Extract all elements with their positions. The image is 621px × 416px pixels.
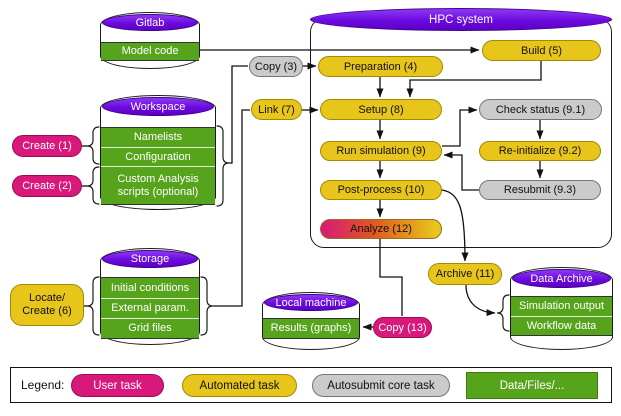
task-copy-3: Copy (3) [249, 56, 303, 77]
task-build-5: Build (5) [482, 40, 601, 61]
connector-storage-to-link7 [213, 109, 250, 307]
model-code-band: Model code [101, 43, 199, 60]
task-run-simulation-9: Run simulation (9) [320, 141, 442, 161]
brace-storage-right [200, 276, 214, 336]
hpc-system-title-label: HPC system [429, 13, 493, 26]
legend-box: Legend: User task Automated task Autosub… [10, 367, 612, 403]
task-archive-11: Archive (11) [428, 263, 502, 285]
connector-postprocess-to-archive [441, 189, 469, 262]
gitlab-cylinder: Gitlab Model code [100, 12, 200, 69]
task-copy-13: Copy (13) [373, 317, 432, 338]
legend-autosubmit-core-task: Autosubmit core task [312, 374, 450, 397]
workspace-cylinder: Workspace Namelists Configuration Custom… [100, 95, 216, 210]
local-machine-cylinder: Local machine Results (graphs) [262, 292, 360, 350]
results-graphs-band: Results (graphs) [263, 319, 359, 338]
brace-data-archive-left [496, 294, 510, 332]
configuration-band: Configuration [101, 147, 215, 166]
connector-build-to-setup [406, 61, 542, 98]
data-archive-title: Data Archive [512, 269, 611, 288]
storage-bands: Initial conditions External param. Grid … [101, 277, 199, 339]
legend-user-task: User task [71, 374, 164, 397]
brace-workspace-left-lower [86, 166, 100, 205]
grid-files-band: Grid files [101, 318, 199, 338]
local-machine-title: Local machine [264, 294, 358, 311]
data-archive-bands: Simulation output Workflow data [511, 296, 612, 336]
data-archive-cylinder: Data Archive Simulation output Workflow … [510, 267, 613, 350]
task-analyze-12: Analyze (12) [320, 219, 442, 239]
brace-workspace-right [216, 125, 230, 207]
brace-workspace-left-upper [86, 126, 100, 165]
brace-storage-left [86, 276, 100, 336]
task-link-7: Link (7) [251, 99, 302, 120]
initial-conditions-band: Initial conditions [101, 278, 199, 298]
task-check-status-9-1: Check status (9.1) [479, 99, 602, 120]
task-resubmit-9-3: Resubmit (9.3) [479, 180, 601, 200]
legend-label: Legend: [21, 378, 65, 392]
task-setup-8: Setup (8) [320, 99, 442, 120]
task-preparation-4: Preparation (4) [318, 56, 443, 77]
namelists-band: Namelists [101, 128, 215, 147]
legend-data-files: Data/Files/... [466, 372, 598, 399]
task-re-initialize-9-2: Re-initialize (9.2) [479, 141, 601, 161]
connector-run-simulation-to-check-status [442, 106, 478, 147]
storage-cylinder: Storage Initial conditions External para… [100, 248, 200, 345]
storage-title: Storage [102, 250, 198, 268]
task-create-1: Create (1) [12, 135, 82, 157]
connector-analyze-to-copy13 [379, 239, 403, 316]
hpc-system-title: HPC system [310, 8, 612, 31]
task-create-2: Create (2) [12, 175, 82, 197]
connector-archive-to-data-archive [465, 284, 496, 317]
workspace-title: Workspace [102, 97, 214, 116]
custom-analysis-scripts-band: Custom Analysis scripts (optional) [101, 166, 215, 204]
workspace-bands: Namelists Configuration Custom Analysis … [101, 127, 215, 205]
gitlab-bands: Model code [101, 42, 199, 61]
simulation-output-band: Simulation output [511, 297, 612, 316]
workflow-data-band: Workflow data [511, 316, 612, 335]
legend-automated-task: Automated task [182, 374, 297, 397]
local-machine-bands: Results (graphs) [263, 318, 359, 339]
task-post-process-10: Post-process (10) [320, 180, 442, 200]
gitlab-title: Gitlab [102, 14, 198, 31]
connector-workspace-to-copy3 [229, 65, 248, 164]
external-param-band: External param. [101, 298, 199, 318]
task-locate-create-6: Locate/ Create (6) [10, 284, 84, 326]
connector-resubmit-to-run-simulation [443, 151, 479, 191]
